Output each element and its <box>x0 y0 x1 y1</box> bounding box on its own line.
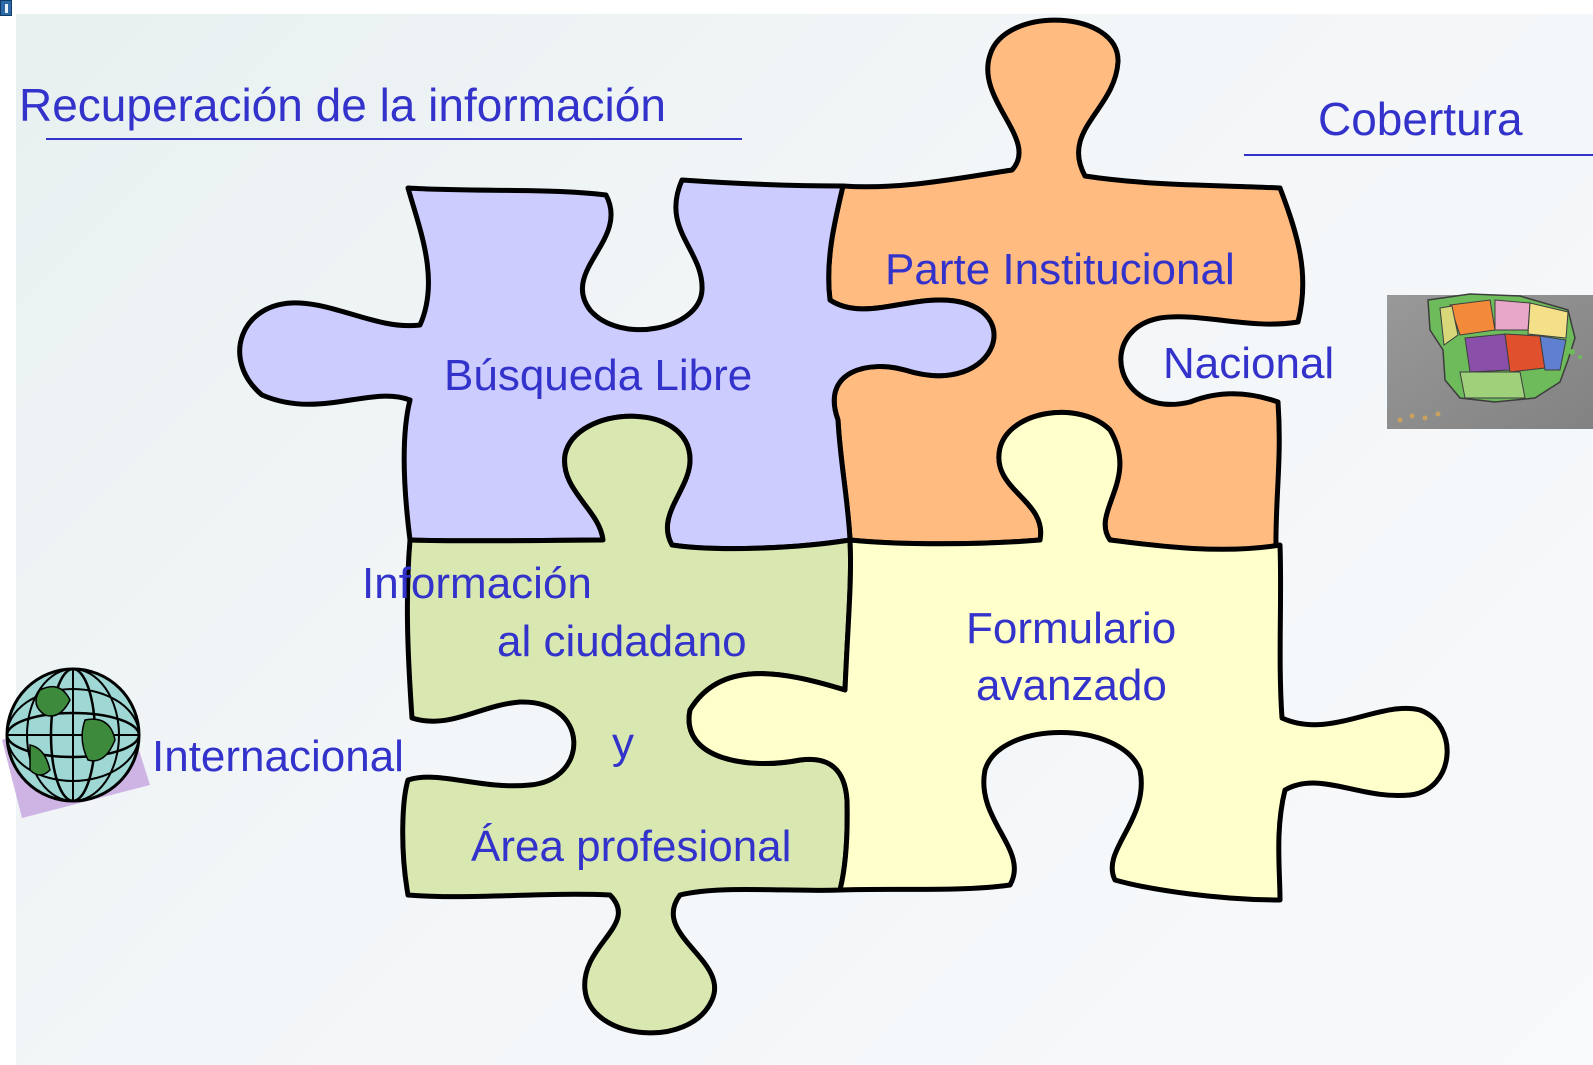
puzzle-piece-formulario <box>686 409 1450 903</box>
document-icon <box>0 0 12 16</box>
slide-title-left: Recuperación de la información <box>19 79 666 131</box>
label-busqueda-libre: Búsqueda Libre <box>444 351 753 400</box>
title-left-underline <box>46 138 742 140</box>
label-nacional: Nacional <box>1163 339 1335 388</box>
label-informacion: Información <box>362 559 592 608</box>
label-y: y <box>612 719 634 768</box>
title-right-underline <box>1244 154 1593 156</box>
label-al-ciudadano: al ciudadano <box>497 617 747 666</box>
puzzle-piece-ciudadano <box>400 413 854 1036</box>
label-parte-institucional: Parte Institucional <box>885 245 1235 294</box>
label-avanzado: avanzado <box>976 661 1167 710</box>
label-internacional: Internacional <box>152 732 404 781</box>
slide-title-right: Cobertura <box>1318 93 1523 145</box>
label-area-profesional: Área profesional <box>471 822 792 871</box>
label-formulario: Formulario <box>966 604 1177 653</box>
